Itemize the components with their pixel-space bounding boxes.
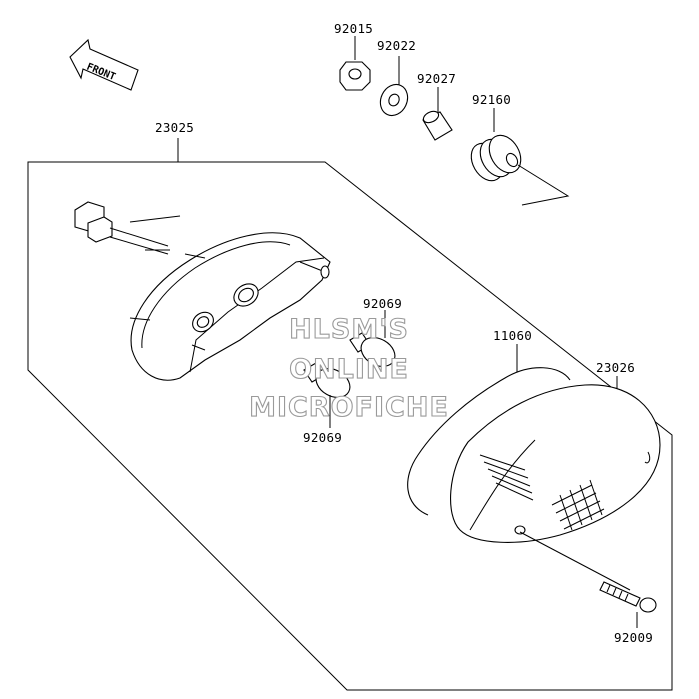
label-92160: 92160 xyxy=(472,92,511,107)
part-92015-nut xyxy=(339,36,371,91)
part-92069-bulb-lower xyxy=(303,362,351,428)
label-23025: 23025 xyxy=(155,120,194,135)
part-23025-housing xyxy=(74,201,331,381)
part-11060-gasket xyxy=(407,344,571,516)
label-92022: 92022 xyxy=(377,38,416,53)
label-11060: 11060 xyxy=(493,328,532,343)
part-92009-screw xyxy=(519,531,657,628)
part-92069-bulb-upper xyxy=(349,310,396,367)
label-92015: 92015 xyxy=(334,21,373,36)
part-23026-lens xyxy=(450,376,661,543)
label-92009: 92009 xyxy=(614,630,653,645)
label-92069-bottom: 92069 xyxy=(303,430,342,445)
part-92022-washer xyxy=(379,56,409,117)
watermark-line-1: HLSM'S xyxy=(289,314,409,345)
front-arrow-icon xyxy=(69,38,139,91)
watermark-line-2: ONLINE xyxy=(289,354,409,385)
front-arrow: FRONT xyxy=(69,38,139,91)
assembly-outline xyxy=(27,161,673,691)
label-92027: 92027 xyxy=(417,71,456,86)
label-23026: 23026 xyxy=(596,360,635,375)
part-92027-collar xyxy=(422,87,453,141)
watermark: HLSM'S ONLINE MICROFICHE xyxy=(249,313,449,423)
label-92069-top: 92069 xyxy=(363,296,402,311)
part-92160-grommet xyxy=(470,108,570,206)
watermark-line-3: MICROFICHE xyxy=(249,392,449,423)
